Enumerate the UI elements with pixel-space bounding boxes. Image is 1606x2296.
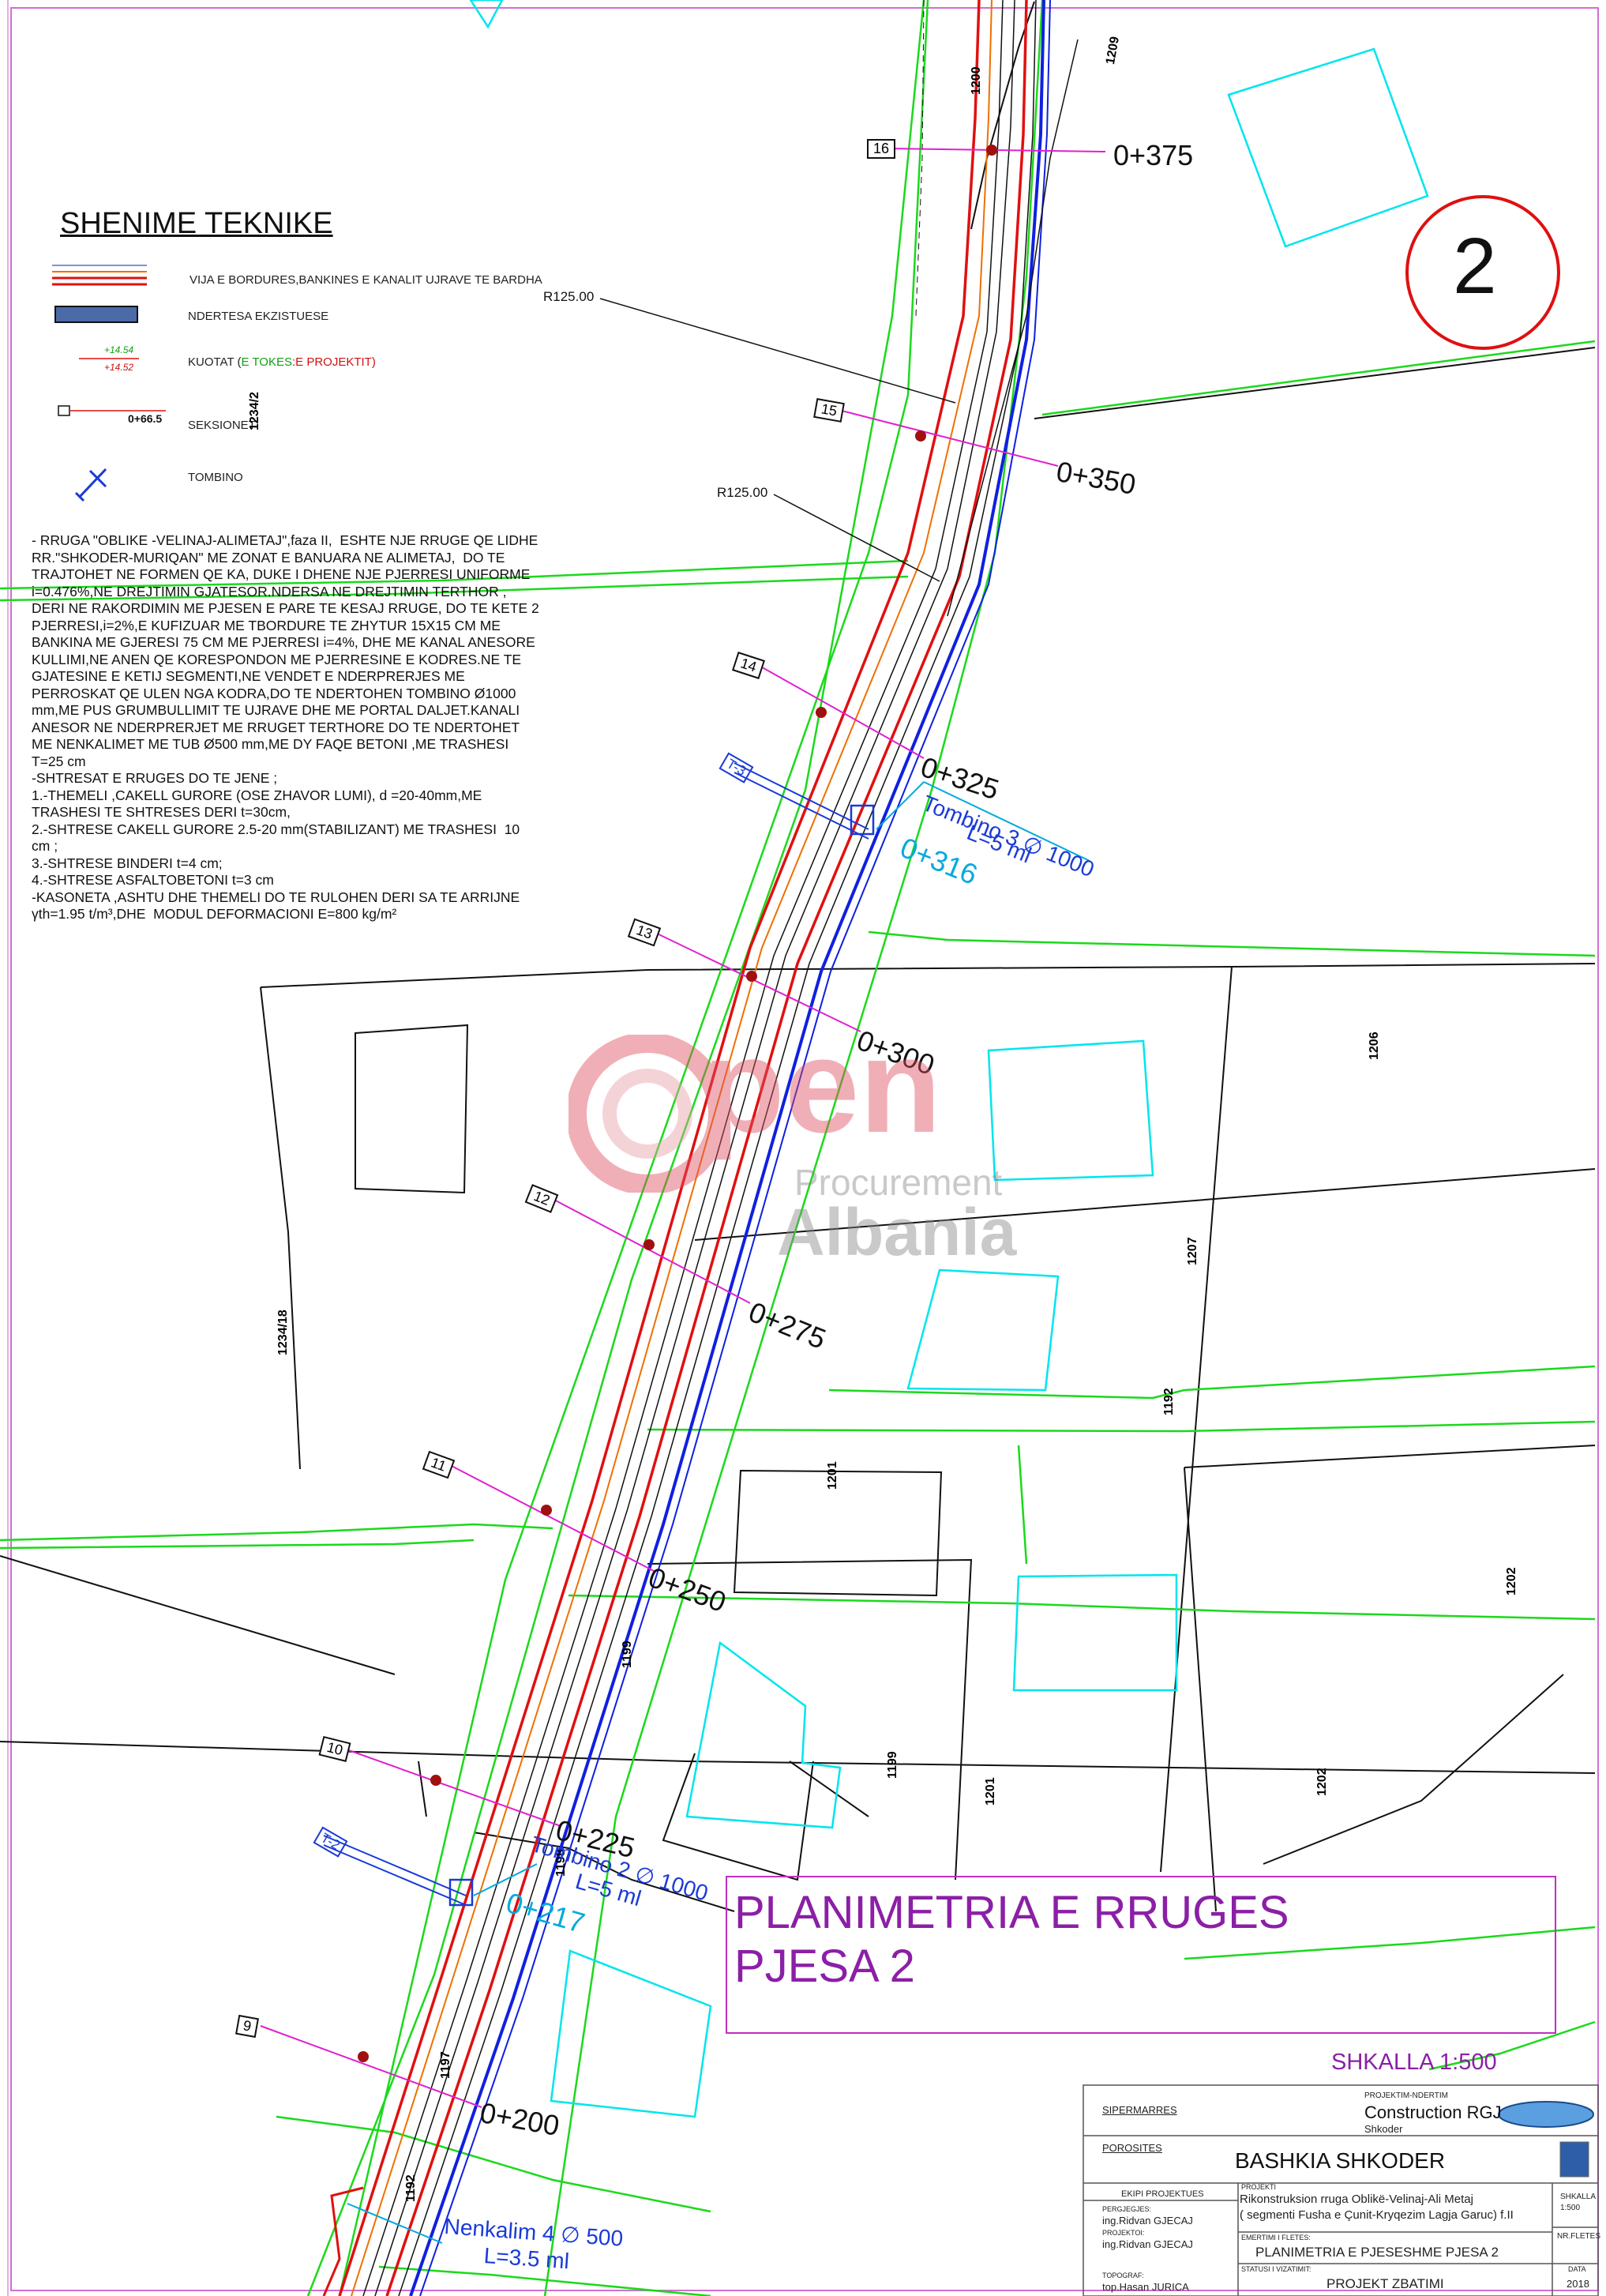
legend-label-tombino: TOMBINO xyxy=(188,471,243,484)
section-point xyxy=(541,1505,552,1516)
road-alignment xyxy=(338,0,1079,2296)
section-line xyxy=(890,148,1106,152)
radius-label-2: R125.00 xyxy=(717,485,768,500)
legend-symbols xyxy=(52,265,166,502)
sheet-number-circle xyxy=(1405,195,1560,350)
tb-statusi-label: STATUSI I VIZATIMIT: xyxy=(1241,2265,1311,2273)
tb-emertimi-label: EMERTIMI I FLETES: xyxy=(1241,2234,1311,2242)
nenkalim-channel xyxy=(322,2186,364,2296)
section-number[interactable]: 16 xyxy=(867,139,896,159)
legend-label-sections: SEKSIONET xyxy=(188,419,256,432)
legend-label-levels: KUOTAT (E TOKES:E PROJEKTIT) xyxy=(188,355,376,369)
legend-label-levels-a: KUOTAT ( xyxy=(188,355,242,369)
watermark-line3: Albania xyxy=(777,1195,1017,1269)
tb-contractor: Construction RGJ xyxy=(1364,2102,1502,2122)
tb-pergjegjes: ing.Ridvan GJECAJ xyxy=(1102,2215,1193,2226)
tb-status: PROJEKT ZBATIMI xyxy=(1326,2276,1444,2291)
watermark: pen Procurement Albania xyxy=(568,1019,1058,1287)
tb-nr-fletes-label: NR.FLETES xyxy=(1557,2232,1601,2241)
section-point xyxy=(430,1775,441,1786)
tb-project-line2: ( segmenti Fusha e Çunit-Kryqezim Lagja … xyxy=(1240,2208,1514,2222)
sheet-border xyxy=(10,7,1599,2291)
company-logo xyxy=(1498,2101,1594,2128)
legend-label-borders: VIJA E BORDURES,BANKINES E KANALIT UJRAV… xyxy=(189,273,542,287)
legend-label-buildings: NDERTESA EKZISTUESE xyxy=(188,310,329,323)
legend-title: SHENIME TEKNIKE xyxy=(60,207,333,240)
section-point xyxy=(915,430,926,442)
section-line xyxy=(757,664,925,759)
drawing-title-line2: PJESA 2 xyxy=(734,1941,915,1992)
culvert-t3-graphics xyxy=(734,762,875,840)
section-line xyxy=(448,1464,656,1573)
section-point xyxy=(644,1239,655,1250)
tb-pergjegjes-label: PERGJEGJES: xyxy=(1102,2205,1152,2213)
tb-ekipi-label: EKIPI PROJEKTUES xyxy=(1121,2189,1204,2199)
tb-projektoi: ing.Ridvan GJECAJ xyxy=(1102,2238,1193,2250)
tb-shkalla-label: SHKALLA xyxy=(1560,2193,1597,2201)
section-point xyxy=(986,145,997,156)
section-line xyxy=(343,1748,561,1827)
watermark-line2: Procurement xyxy=(794,1162,1003,1203)
radius-label-1: R125.00 xyxy=(543,289,595,304)
legend-sample-bottom: +14.52 xyxy=(104,362,134,373)
section-point xyxy=(358,2051,369,2062)
tb-topograf-label: TOPOGRAF: xyxy=(1102,2272,1144,2279)
legend-label-levels-red: :E PROJEKTIT xyxy=(291,355,372,369)
tb-contractor-city: Shkoder xyxy=(1364,2123,1403,2135)
legend-label-levels-green: E TOKES xyxy=(241,355,292,369)
section-number[interactable]: 9 xyxy=(235,2014,259,2039)
title-box-frame xyxy=(726,1876,1556,2034)
technical-notes: - RRUGA "OBLIKE -VELINAJ-ALIMETAJ",faza … xyxy=(32,532,539,922)
tb-sipermarres-label: SIPERMARRES xyxy=(1102,2104,1177,2116)
scale-label: SHKALLA 1:500 xyxy=(1331,2050,1497,2075)
tb-projekti-label: PROJEKTI xyxy=(1241,2183,1277,2191)
tb-data-label: DATA xyxy=(1568,2265,1586,2273)
tombino-icon xyxy=(74,468,107,502)
tb-projektim-label: PROJEKTIM-NDERTIM xyxy=(1364,2091,1448,2100)
section-line xyxy=(838,409,1059,467)
section-point xyxy=(746,971,757,982)
legend-sample-section: 0+66.5 xyxy=(128,412,163,425)
tb-shkalla: 1:500 xyxy=(1560,2204,1581,2212)
drawing-title-line1: PLANIMETRIA E RRUGES xyxy=(734,1887,1289,1938)
tb-project-line1: Rikonstruksion rruga Oblikë-Velinaj-Ali … xyxy=(1240,2193,1473,2206)
tb-projektoi-label: PROJEKTOI: xyxy=(1102,2229,1145,2237)
sheet-number: 2 xyxy=(1453,222,1497,310)
section-line xyxy=(653,931,861,1032)
tb-topograf: top.Hasan JURICA xyxy=(1102,2281,1189,2293)
cadastral-lines xyxy=(0,1,1596,1912)
title-block-grid xyxy=(1083,2084,1599,2296)
culvert-t2-graphics xyxy=(323,1835,474,1907)
section-point xyxy=(816,707,827,718)
legend-sample-top: +14.54 xyxy=(104,344,134,355)
section-line xyxy=(260,2025,482,2108)
section-line xyxy=(550,1197,751,1304)
black-buildings xyxy=(355,1024,943,1597)
legend-label-levels-end: ) xyxy=(371,355,376,369)
tb-sheet-name: PLANIMETRIA E PJESESHME PJESA 2 xyxy=(1255,2245,1499,2260)
existing-buildings xyxy=(469,0,1429,2118)
tb-client: BASHKIA SHKODER xyxy=(1235,2148,1446,2173)
watermark-logo-icon xyxy=(568,1035,726,1193)
tb-porosites-label: POROSITES xyxy=(1102,2142,1162,2154)
watermark-line1: pen xyxy=(703,1011,942,1161)
section-chainage: 0+375 xyxy=(1113,139,1194,171)
municipality-crest xyxy=(1559,2141,1589,2178)
tb-year: 2018 xyxy=(1567,2278,1589,2290)
drawing-title: PLANIMETRIA E RRUGES PJESA 2 xyxy=(734,1886,1289,1993)
